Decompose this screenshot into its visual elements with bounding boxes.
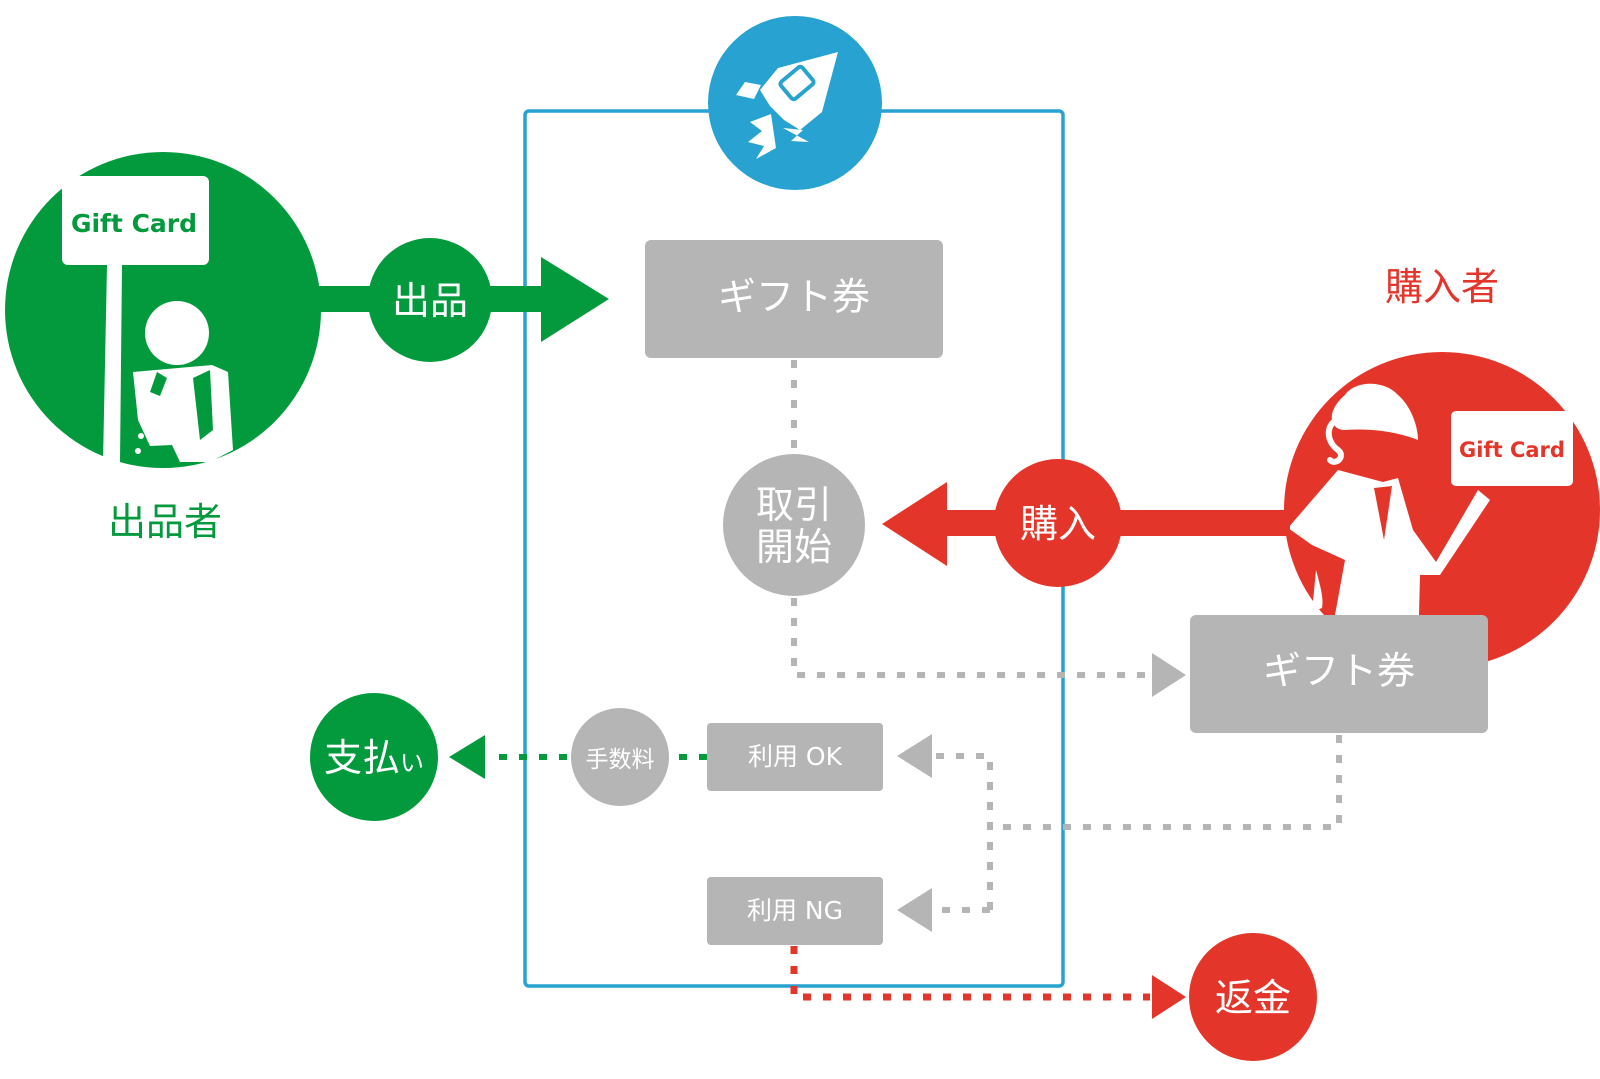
usage-ng-label: 利用 NG — [747, 896, 843, 925]
usage-ok-label: 利用 OK — [748, 742, 843, 771]
payment-label-main: 支払 — [324, 736, 400, 780]
payment-label: 支払い — [324, 736, 424, 780]
seller-label: 出品者 — [108, 500, 222, 544]
trade-start-line2: 開始 — [756, 525, 832, 569]
connector-trade-buyercard — [791, 598, 1150, 678]
payment-label-small: い — [400, 749, 424, 777]
buyer-card-label: Gift Card — [1459, 438, 1565, 462]
purchase-arrow-head — [882, 482, 947, 566]
listing-label: 出品 — [392, 279, 468, 323]
gift-card-main-label: ギフト券 — [718, 275, 870, 319]
connector-usage-ok — [936, 753, 993, 910]
usage-ok-box — [707, 723, 883, 791]
fee-node — [571, 708, 669, 806]
connector-trade-buyercard-head — [1152, 653, 1186, 697]
connector-ng-refund — [790, 946, 1150, 1001]
purchase-label: 購入 — [1020, 502, 1096, 546]
rocket-icon — [708, 16, 882, 190]
gift-card-main-box — [645, 240, 943, 358]
gift-card-buyer-box — [1190, 615, 1488, 733]
usage-ng-box — [707, 877, 883, 945]
refund-node — [1189, 933, 1317, 1061]
purchase-node — [994, 459, 1122, 587]
buyer-person-icon — [1284, 352, 1600, 668]
connector-usage-ok-head — [897, 734, 932, 778]
gift-card-buyer-label: ギフト券 — [1263, 649, 1415, 693]
connector-buyercard-usage — [990, 735, 1342, 830]
buyer-label: 購入者 — [1385, 265, 1499, 309]
payment-node — [310, 693, 438, 821]
trade-start-node — [723, 454, 865, 596]
connector-ok-payment-head — [449, 735, 485, 779]
seller-card-label: Gift Card — [71, 209, 197, 238]
listing-node — [368, 238, 492, 362]
listing-arrow-head — [541, 257, 609, 342]
refund-label: 返金 — [1215, 976, 1291, 1020]
trade-start-line1: 取引 — [756, 483, 832, 527]
connector-ng-refund-head — [1152, 975, 1186, 1019]
connector-usage-ng-head — [897, 888, 932, 932]
seller-person-icon — [5, 152, 321, 468]
fee-label: 手数料 — [586, 747, 655, 773]
